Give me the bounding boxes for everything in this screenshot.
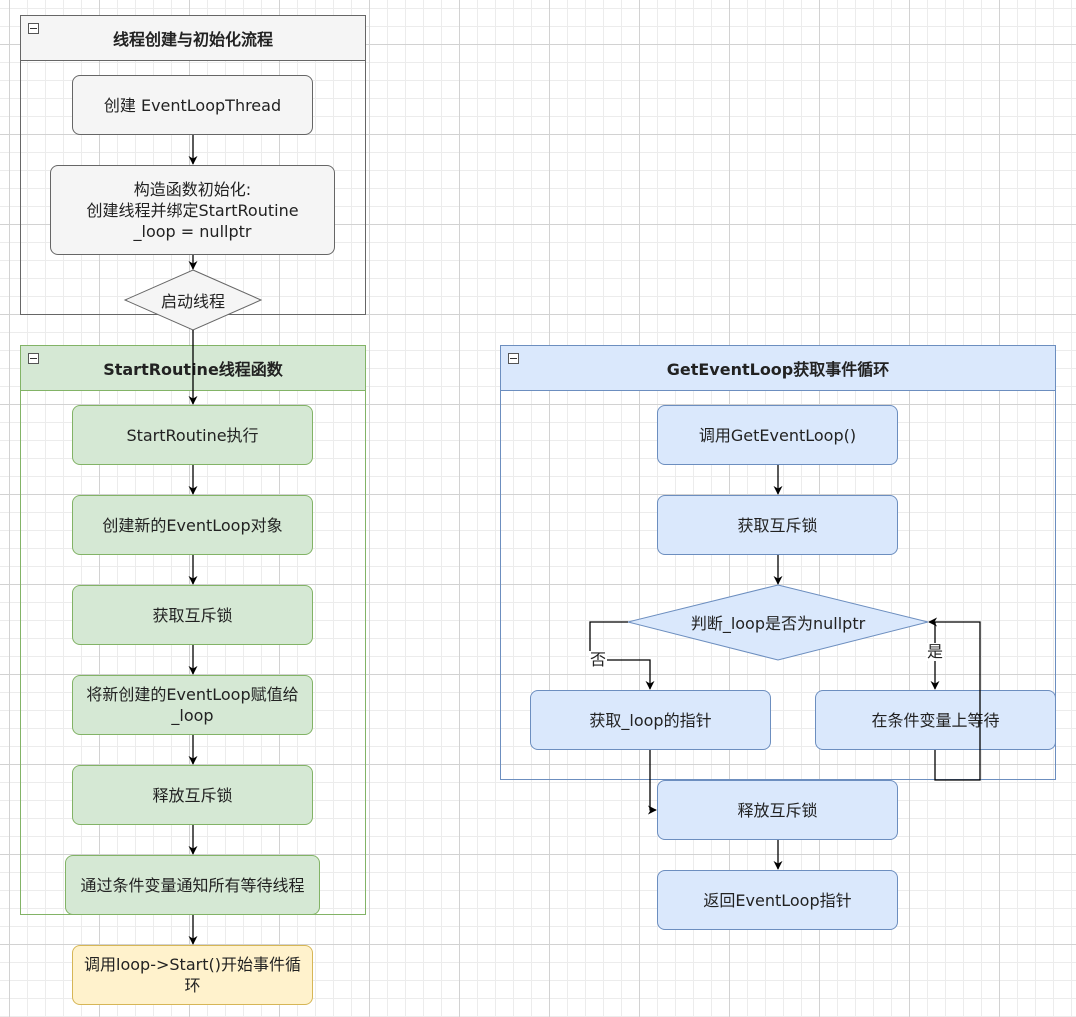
node-routine-lock[interactable]: 获取互斥锁 [72, 585, 313, 645]
swimlane-init-title: 线程创建与初始化流程 [112, 30, 273, 49]
node-create-eventloop[interactable]: 创建新的EventLoop对象 [72, 495, 313, 555]
node-create-thread-label: 创建 EventLoopThread [103, 95, 282, 115]
collapse-icon[interactable] [28, 23, 39, 34]
node-loop-start[interactable]: 调用loop->Start()开始事件循 环 [72, 945, 313, 1005]
node-notify-all[interactable]: 通过条件变量通知所有等待线程 [65, 855, 320, 915]
node-create-eventloop-label: 创建新的EventLoop对象 [102, 515, 283, 535]
swimlane-init-header: 线程创建与初始化流程 [21, 16, 365, 61]
node-constructor-line-3: _loop = nullptr [133, 221, 252, 241]
node-create-thread[interactable]: 创建 EventLoopThread [72, 75, 313, 135]
edge-wait-loop-back [928, 617, 981, 781]
node-return-pointer[interactable]: 返回EventLoop指针 [657, 870, 898, 930]
node-get-pointer[interactable]: 获取_loop的指针 [530, 690, 771, 750]
edge-label-no: 否 [589, 650, 608, 669]
swimlane-init: 线程创建与初始化流程 [20, 15, 366, 315]
node-get-pointer-label: 获取_loop的指针 [589, 710, 712, 730]
diamond-check-null[interactable] [627, 584, 929, 661]
node-constructor-init[interactable]: 构造函数初始化: 创建线程并绑定StartRoutine _loop = nul… [50, 165, 335, 255]
node-routine-unlock-label: 释放互斥锁 [152, 785, 233, 805]
node-assign-line-1: 将新创建的EventLoop赋值给 [86, 685, 299, 704]
node-loop-start-line-2: 环 [184, 976, 201, 995]
node-return-pointer-label: 返回EventLoop指针 [703, 890, 852, 910]
diamond-start-thread-label: 启动线程 [125, 288, 261, 312]
node-notify-all-label: 通过条件变量通知所有等待线程 [80, 875, 305, 895]
node-call-getloop[interactable]: 调用GetEventLoop() [657, 405, 898, 465]
diamond-check-null-label: 判断_loop是否为nullptr [628, 610, 928, 634]
collapse-icon[interactable] [508, 353, 519, 364]
node-release-lock-label: 释放互斥锁 [737, 800, 818, 820]
node-assign-loop[interactable]: 将新创建的EventLoop赋值给 _loop [72, 675, 313, 735]
swimlane-getloop-header: GetEventLoop获取事件循环 [501, 346, 1055, 391]
node-cond-wait[interactable]: 在条件变量上等待 [815, 690, 1056, 750]
diamond-check-null-text: 判断_loop是否为nullptr [690, 614, 866, 633]
swimlane-getloop-title: GetEventLoop获取事件循环 [666, 360, 890, 379]
edge-pointer-to-release [647, 750, 657, 815]
node-routine-unlock[interactable]: 释放互斥锁 [72, 765, 313, 825]
node-assign-line-2: _loop [171, 706, 214, 725]
node-call-getloop-label: 调用GetEventLoop() [698, 425, 857, 445]
node-cond-wait-label: 在条件变量上等待 [871, 710, 1000, 730]
node-routine-lock-label: 获取互斥锁 [152, 605, 233, 625]
edge-label-yes: 是 [926, 642, 945, 661]
swimlane-getloop: GetEventLoop获取事件循环 [500, 345, 1056, 780]
node-get-lock[interactable]: 获取互斥锁 [657, 495, 898, 555]
diamond-start-thread-text: 启动线程 [160, 292, 225, 311]
node-constructor-line-2: 创建线程并绑定StartRoutine [86, 200, 299, 220]
node-constructor-line-1: 构造函数初始化: [133, 179, 252, 199]
node-routine-exec-label: StartRoutine执行 [126, 425, 259, 445]
node-release-lock[interactable]: 释放互斥锁 [657, 780, 898, 840]
node-loop-start-line-1: 调用loop->Start()开始事件循 [84, 955, 301, 974]
collapse-icon[interactable] [28, 353, 39, 364]
node-get-lock-label: 获取互斥锁 [737, 515, 818, 535]
node-routine-exec[interactable]: StartRoutine执行 [72, 405, 313, 465]
